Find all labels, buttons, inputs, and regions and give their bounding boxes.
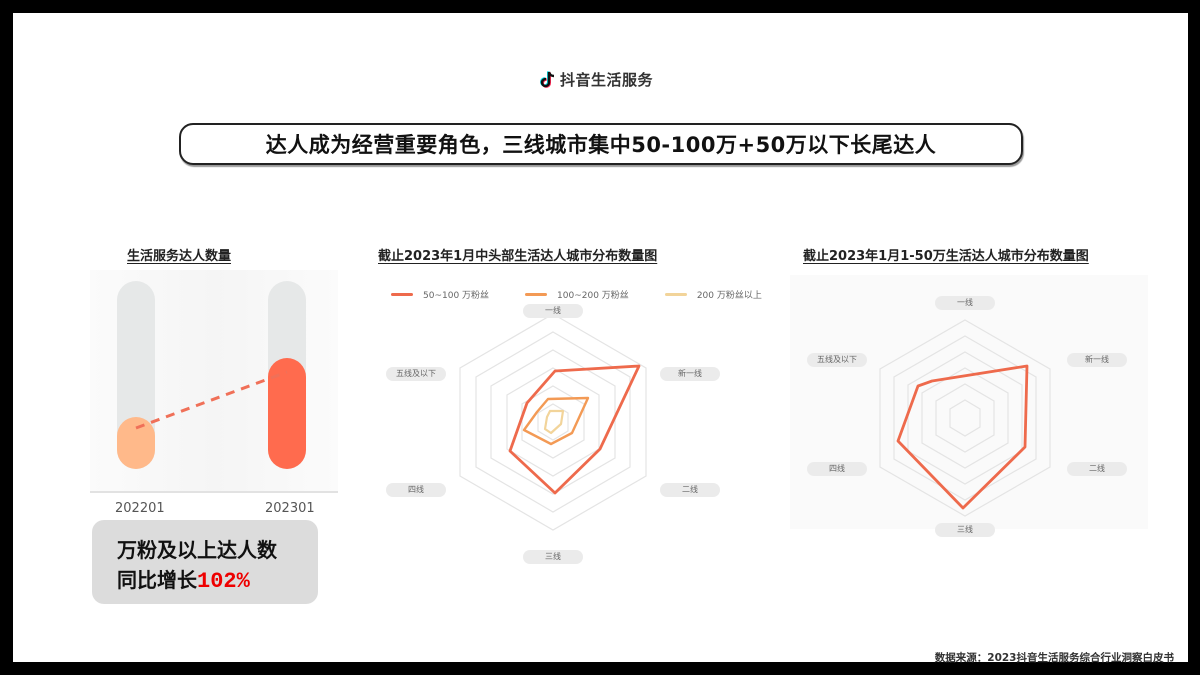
callout-line2: 同比增长102% (117, 564, 250, 594)
trend-dashed-line (135, 370, 288, 430)
x-label-202201: 202201 (115, 501, 165, 516)
radar-head-axis-tier1: 一线 (523, 304, 583, 318)
radar-legend: 50~100 万粉丝 100~200 万粉丝 200 万粉丝以上 (391, 288, 762, 301)
bar-track-202201 (117, 281, 155, 469)
legend-label: 100~200 万粉丝 (557, 291, 629, 301)
radar-head-title: 截止2023年1月中头部生活达人城市分布数量图 (378, 249, 658, 264)
radar-longtail-svg (879, 319, 1051, 517)
radar-head-axis-tier5-below: 五线及以下 (386, 367, 446, 381)
legend-label: 200 万粉丝以上 (696, 291, 762, 301)
brand-logo: 抖音生活服务 (540, 69, 653, 90)
radar-head-axis-tier3: 三线 (523, 550, 583, 564)
slide: 抖音生活服务 达人成为经营重要角色，三线城市集中50-100万+50万以下长尾达… (13, 13, 1188, 664)
radar-longtail-axis-newtier1: 新一线 (1067, 353, 1127, 367)
radar-longtail-axis-tier5-below: 五线及以下 (807, 353, 867, 367)
brand-name: 抖音生活服务 (560, 71, 654, 89)
legend-swatch (664, 293, 687, 296)
legend-item-100-200: 100~200 万粉丝 (525, 288, 629, 301)
bar-track-202301 (268, 281, 306, 469)
bar-chart-title: 生活服务达人数量 (127, 249, 232, 264)
radar-longtail-axis-tier1: 一线 (935, 296, 995, 310)
radar-head-axis-tier4: 四线 (386, 483, 446, 497)
growth-percent: 102% (197, 569, 250, 594)
legend-item-50-100: 50~100 万粉丝 (391, 288, 489, 301)
bar-chart (90, 270, 338, 492)
radar-longtail-chart: 一线 新一线 二线 三线 四线 五线及以下 (790, 275, 1148, 537)
legend-swatch (525, 293, 548, 296)
data-source-note: 数据来源：2023抖音生活服务综合行业洞察白皮书 (934, 652, 1174, 664)
radar-longtail-axis-tier3: 三线 (935, 523, 995, 537)
radar-longtail-axis-tier2: 二线 (1067, 462, 1127, 476)
douyin-note-icon (540, 70, 555, 88)
growth-callout: 万粉及以上达人数 同比增长102% (92, 520, 318, 604)
x-label-202301: 202301 (265, 501, 315, 516)
legend-label: 50~100 万粉丝 (423, 291, 490, 301)
radar-head-svg (459, 313, 647, 531)
callout-line1: 万粉及以上达人数 (117, 538, 277, 562)
x-axis (90, 491, 338, 493)
legend-item-200-plus: 200 万粉丝以上 (664, 288, 762, 301)
bar-202201 (117, 417, 155, 469)
radar-head-axis-tier2: 二线 (660, 483, 720, 497)
callout-prefix: 同比增长 (117, 568, 197, 592)
radar-longtail-axis-tier4: 四线 (807, 462, 867, 476)
headline-text: 达人成为经营重要角色，三线城市集中50-100万+50万以下长尾达人 (265, 133, 937, 157)
radar-longtail-title: 截止2023年1月1-50万生活达人城市分布数量图 (803, 249, 1089, 264)
radar-head-axis-newtier1: 新一线 (660, 367, 720, 381)
legend-swatch (391, 293, 413, 296)
radar-head-chart: 一线 新一线 二线 三线 四线 五线及以下 (370, 299, 740, 564)
headline-banner: 达人成为经营重要角色，三线城市集中50-100万+50万以下长尾达人 (179, 123, 1023, 165)
